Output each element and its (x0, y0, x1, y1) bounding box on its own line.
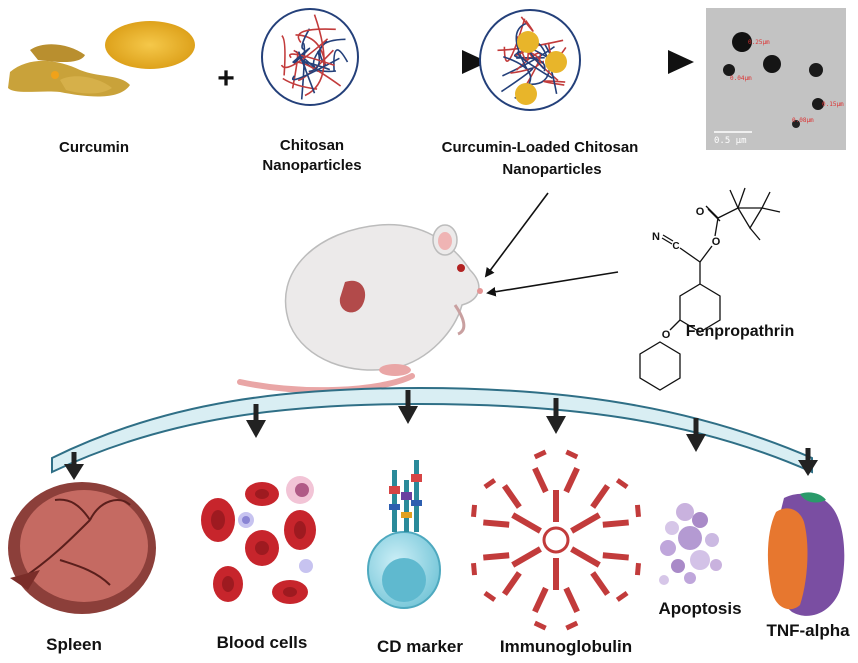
outcome-label-spleen: Spleen (46, 635, 102, 654)
fenpropathrin-structure (639, 187, 781, 391)
antibody (570, 478, 641, 534)
down-arrow-tnf (798, 448, 818, 476)
curcumin-dot (515, 83, 537, 105)
polymer-strand (301, 28, 311, 51)
atom-N: N (652, 231, 660, 243)
curcumin-dot (545, 51, 567, 73)
polymer-strand (516, 51, 553, 79)
arrow-nanoparticle-to-rat (484, 192, 549, 278)
arrowhead-to-tem (668, 50, 694, 74)
spleen-illustration (8, 482, 156, 614)
chitosan-label-line2: Nanoparticles (262, 157, 361, 174)
outcome-label-cd-marker: CD marker (377, 637, 463, 656)
outcome-label-blood-cells: Blood cells (217, 633, 308, 652)
fenpropathrin-label: Fenpropathrin (686, 323, 794, 340)
loaded-label-line1: Curcumin-Loaded Chitosan (442, 139, 639, 156)
polymer-strand (502, 45, 555, 77)
tem-scale-bar: 0.5 μm (714, 136, 747, 146)
polymer-strand (308, 50, 321, 73)
arrowhead-to-loaded (462, 50, 488, 74)
tem-measure-2: 0.04μm (730, 75, 752, 82)
tem-measure-3: 0.15μm (822, 101, 844, 108)
antibody (471, 478, 542, 534)
plus-sign: + (217, 62, 235, 95)
rat-illustration (237, 223, 483, 394)
outcome-label-tnf-alpha: TNF-alpha (766, 621, 850, 640)
polymer-strand (297, 49, 334, 82)
tem-measure-4: 0.08μm (792, 117, 814, 124)
chitosan-label-line1: Chitosan (280, 137, 344, 154)
atom-C-nitrile: C (672, 241, 679, 252)
polymer-strand (542, 80, 566, 86)
antibody (471, 546, 542, 602)
cd-marker-illustration (367, 460, 441, 609)
down-arrow-cd (398, 390, 418, 424)
polymer-strand (298, 51, 316, 94)
loaded-label-line2: Nanoparticles (502, 161, 601, 178)
curcumin-loaded-nanoparticle (479, 9, 581, 111)
curcumin-label: Curcumin (59, 139, 129, 156)
polymer-strand (280, 38, 329, 69)
down-arrow-spleen (64, 452, 84, 480)
atom-O-ether: O (662, 329, 671, 341)
down-arrow-blood (246, 404, 266, 438)
down-arrows (64, 390, 818, 480)
curcumin-image (8, 21, 195, 97)
apoptosis-illustration (659, 503, 722, 585)
polymer-strand (289, 53, 335, 67)
tem-micrograph: 0.25μm 0.04μm 0.15μm 0.08μm 0.5 μm (706, 8, 846, 150)
atom-O-carbonyl: O (696, 206, 705, 218)
outcome-label-apoptosis: Apoptosis (658, 599, 741, 618)
polymer-strand (500, 67, 534, 93)
polymer-strand (515, 52, 542, 94)
immunoglobulin-illustration (471, 449, 641, 631)
down-arrow-apoptosis (686, 418, 706, 452)
blood-cells-illustration (201, 476, 316, 604)
outcome-arc (51, 386, 813, 474)
tnf-alpha-illustration (767, 492, 845, 616)
outcome-label-immunoglobulin: Immunoglobulin (500, 637, 632, 656)
antibody (570, 546, 641, 602)
tem-measure-1: 0.25μm (748, 39, 770, 46)
polymer-strand (292, 47, 311, 65)
polymer-strand (304, 14, 325, 97)
atom-O-ester: O (712, 236, 721, 248)
antibody-hub (542, 526, 570, 554)
curcumin-dot (517, 31, 539, 53)
antibody (532, 449, 580, 522)
polymer-strand (297, 28, 336, 43)
chitosan-nanoparticle (261, 8, 359, 106)
antibody (532, 558, 580, 631)
polymer-strand (515, 22, 529, 72)
arrow-toxin-to-rat (486, 271, 619, 297)
polymer-strand (281, 35, 286, 76)
polymer-strand (520, 16, 534, 32)
down-arrow-ig (546, 398, 566, 434)
